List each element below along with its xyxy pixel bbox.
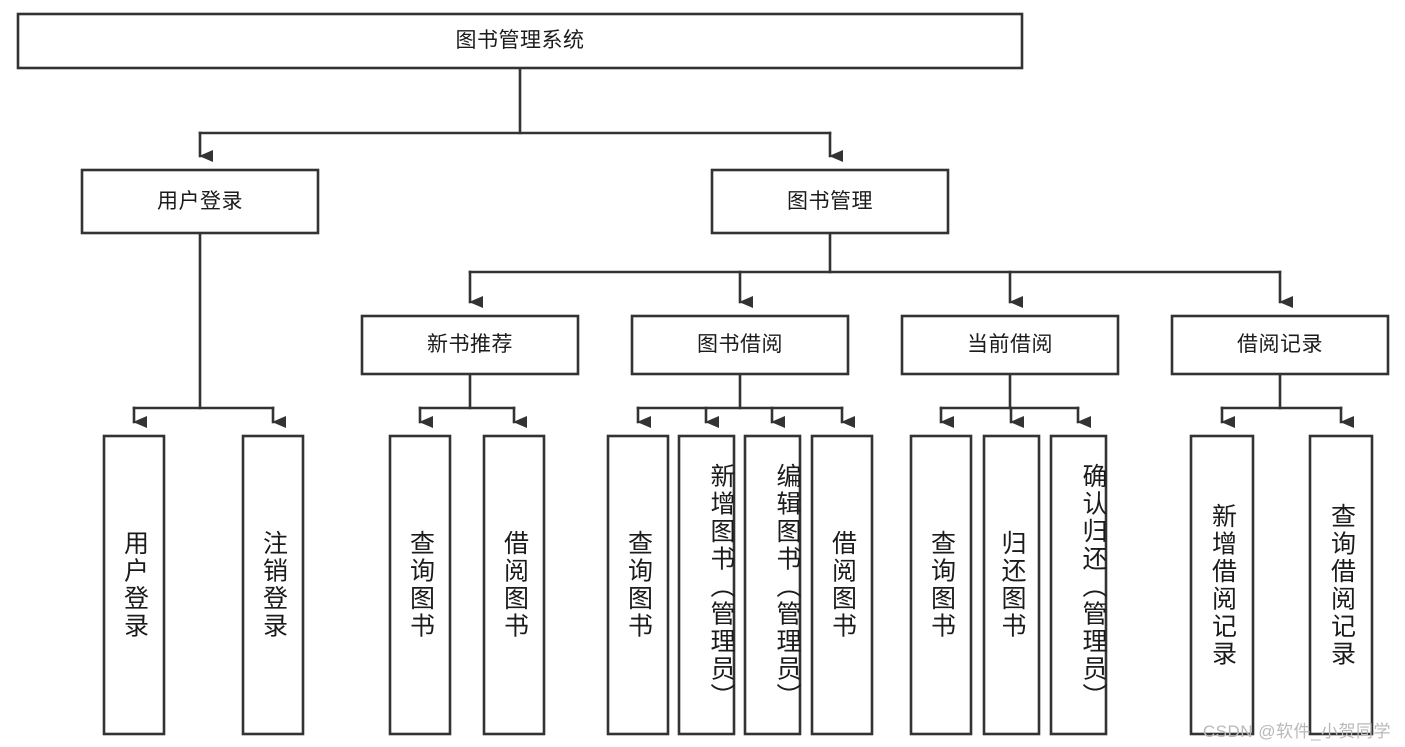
node-box-leaf-confirm-return[interactable] (1049, 434, 1108, 736)
node-box-leaf-borrow-book[interactable] (810, 434, 874, 736)
node-group (16, 12, 1390, 736)
csdn-watermark: CSDN @软件_小贺同学 (1202, 722, 1391, 741)
node-box-leaf-query-book-cur[interactable] (909, 434, 973, 736)
node-box-leaf-query-record[interactable] (1308, 434, 1374, 736)
node-box-leaf-logout[interactable] (241, 434, 305, 736)
node-box-leaf-query-book-rec[interactable] (388, 434, 452, 736)
node-box-leaf-add-book[interactable] (677, 434, 736, 736)
node-box-leaf-return-book[interactable] (982, 434, 1041, 736)
node-box-leaf-user-login[interactable] (102, 434, 166, 736)
node-box-borrow-record[interactable] (1170, 314, 1390, 376)
node-box-new-book-rec[interactable] (360, 314, 580, 376)
node-box-leaf-borrow-book-rec[interactable] (482, 434, 546, 736)
node-box-leaf-query-book-borrow[interactable] (606, 434, 670, 736)
edge-group (132, 66, 1354, 428)
node-box-user-login[interactable] (80, 168, 320, 235)
node-box-root[interactable] (16, 12, 1024, 70)
node-box-book-manage[interactable] (710, 168, 950, 235)
node-box-leaf-edit-book[interactable] (743, 434, 802, 736)
node-box-leaf-add-record[interactable] (1189, 434, 1255, 736)
node-box-current-borrow[interactable] (900, 314, 1120, 376)
node-box-book-borrow[interactable] (630, 314, 850, 376)
